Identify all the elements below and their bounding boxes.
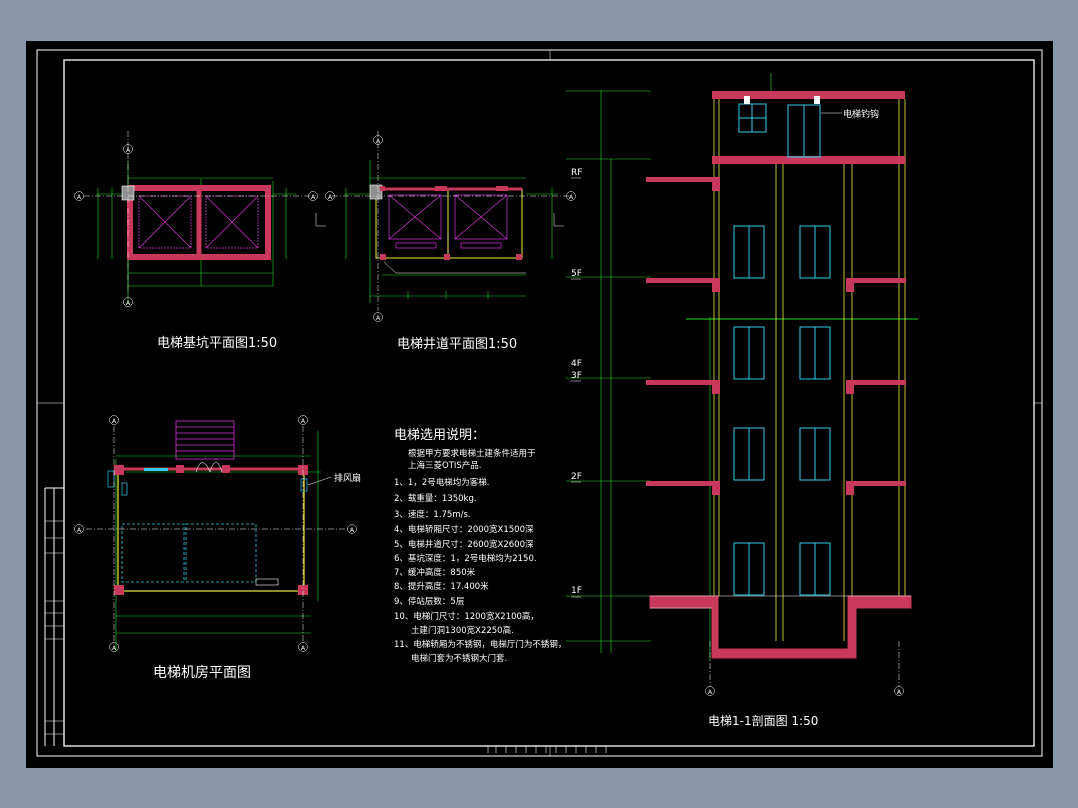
floor-label-4f: 4F — [571, 359, 582, 369]
notes-item: 5、电梯井道尺寸：2600宽X2600深 — [394, 539, 534, 550]
notes-item: 10、电梯门尺寸：1200宽X2100高， — [394, 611, 539, 622]
notes-item: 6、基坑深度：1，2号电梯均为2150. — [394, 553, 537, 564]
shaft-plan — [315, 131, 576, 322]
pit-car-left — [138, 195, 192, 249]
notes-item: 9、停站层数：5层 — [394, 596, 464, 607]
section-title: 电梯1-1剖面图 1:50 — [708, 714, 818, 728]
notes-intro-line: 根据甲方要求电梯土建条件适用于 — [408, 448, 536, 459]
title-block-side — [45, 520, 64, 735]
pit-car-right — [205, 195, 259, 249]
axis-label: A — [301, 645, 306, 652]
axis-label: A — [376, 138, 381, 145]
axis-label: A — [77, 194, 82, 201]
floor-label-1f: 1F — [571, 586, 582, 596]
elevator-spec-notes: 电梯选用说明： 根据甲方要求电梯土建条件适用于 上海三菱OTIS产品. 1、1，… — [394, 428, 566, 664]
axis-label: A — [112, 418, 117, 425]
notes-item: 土建门洞1300宽X2250高. — [411, 625, 514, 636]
notes-item: 3、速度：1.75m/s. — [394, 509, 471, 520]
floor-label-2f: 2F — [571, 472, 582, 482]
notes-item: 电梯门套为不锈钢大门套. — [411, 653, 507, 664]
axis-label: A — [77, 527, 82, 534]
axis-label: A — [112, 645, 117, 652]
section-view: 电梯钓钩 RF 5F 4F 3F 2F 1F — [566, 73, 918, 696]
machine-room-title: 电梯机房平面图 — [153, 665, 251, 681]
floor-label-rf: RF — [571, 168, 582, 178]
axis-label: A — [569, 194, 574, 201]
title-block-bottom — [487, 746, 607, 753]
sheet-grid-ticks — [37, 50, 1042, 756]
notes-heading: 电梯选用说明： — [394, 428, 485, 443]
floor-label-5f: 5F — [571, 269, 582, 279]
notes-item: 2、载重量：1350kg. — [394, 493, 477, 504]
cad-drawing: 排风扇 — [36, 49, 1043, 757]
shaft-plan-title: 电梯井道平面图1:50 — [397, 337, 517, 352]
axis-label: A — [328, 194, 333, 201]
notes-intro-line: 上海三菱OTIS产品. — [408, 460, 482, 471]
exhaust-fan-label: 排风扇 — [334, 472, 361, 484]
elevator-hook-label: 电梯钓钩 — [843, 108, 879, 120]
notes-item: 7、缓冲高度：850米 — [394, 567, 476, 578]
pit-plan-title: 电梯基坑平面图1:50 — [157, 336, 277, 351]
axis-label: A — [350, 527, 355, 534]
axis-label: A — [126, 300, 131, 307]
axis-label: A — [126, 147, 131, 154]
drawing-sheet: 排风扇 — [26, 41, 1053, 768]
axis-label: A — [311, 194, 316, 201]
axis-label: A — [376, 315, 381, 322]
axis-bubble-labels: A A A A A A A A A A A A A A A A — [77, 138, 902, 696]
notes-item: 11、电梯轿厢为不锈钢，电梯厅门为不锈钢， — [394, 639, 566, 650]
notes-item: 1、1，2号电梯均为客梯. — [394, 477, 489, 488]
axis-label: A — [301, 418, 306, 425]
machine-room-plan: 排风扇 — [74, 415, 361, 652]
axis-label: A — [708, 689, 713, 696]
pit-plan — [74, 131, 318, 307]
floor-label-3f: 3F — [571, 371, 582, 381]
axis-label: A — [897, 689, 902, 696]
sheet-border — [36, 49, 1043, 757]
notes-item: 4、电梯轿厢尺寸：2000宽X1500深 — [394, 524, 534, 535]
notes-item: 8、提升高度：17.400米 — [394, 581, 489, 592]
